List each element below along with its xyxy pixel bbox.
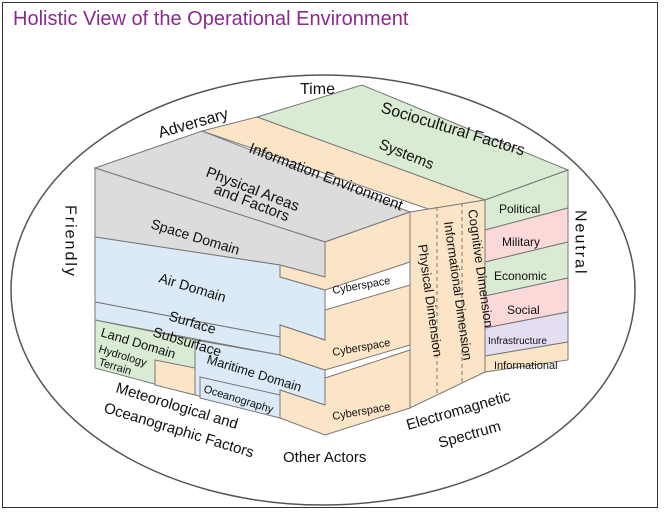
system-label-informational: Informational — [494, 360, 558, 372]
land-lower-box — [154, 359, 196, 396]
friendly-label: Friendly — [62, 205, 79, 278]
other-actors-label: Other Actors — [283, 449, 366, 466]
system-label-economic: Economic — [494, 269, 547, 283]
diagram-title: Holistic View of the Operational Environ… — [13, 8, 409, 30]
system-label-military: Military — [502, 235, 540, 249]
system-label-political: Political — [499, 202, 540, 216]
system-block-informational — [484, 341, 569, 373]
system-label-social: Social — [507, 303, 540, 317]
system-label-infrastructure: Infrastructure — [488, 336, 547, 347]
neutral-label: Neutral — [572, 210, 589, 276]
time-label: Time — [300, 81, 335, 98]
